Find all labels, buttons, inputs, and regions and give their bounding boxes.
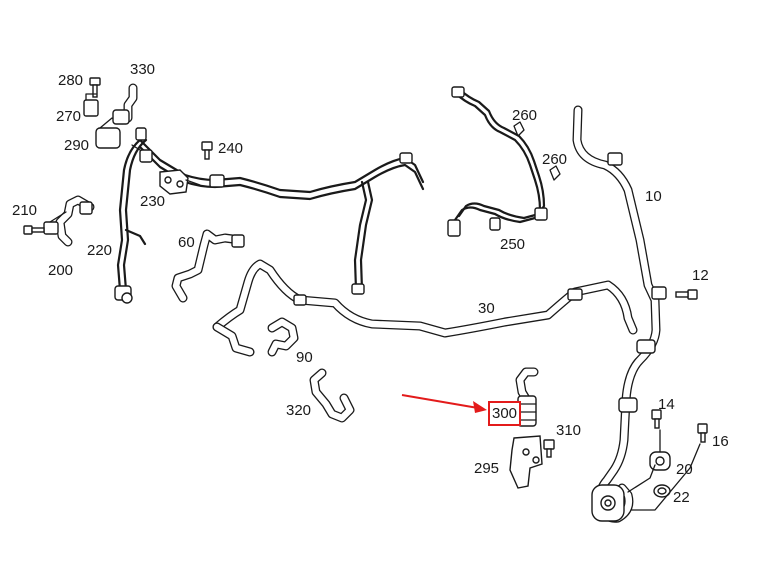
label-320: 320 (286, 402, 312, 419)
bolt-14 (651, 409, 662, 429)
bolt-310 (543, 439, 555, 458)
label-310: 310 (556, 422, 582, 439)
label-260b: 260 (542, 151, 568, 168)
hose-300 (515, 367, 539, 427)
label-30: 30 (478, 300, 495, 317)
pipe-220 (114, 138, 148, 304)
hose-250 (447, 86, 561, 237)
label-280: 280 (58, 72, 84, 89)
label-22: 22 (673, 489, 690, 506)
label-220: 220 (87, 242, 113, 259)
highlight-arrow (401, 394, 487, 413)
label-12: 12 (692, 267, 709, 284)
parts-top-left (83, 77, 153, 163)
bolt-16 (697, 423, 708, 443)
bolt-240 (201, 141, 213, 160)
hose-320 (309, 368, 355, 423)
label-290: 290 (64, 137, 90, 154)
label-250: 250 (500, 236, 526, 253)
label-295: 295 (474, 460, 500, 477)
pipe-upper (138, 138, 425, 295)
label-200: 200 (48, 262, 74, 279)
oring-22 (653, 484, 671, 498)
bracket-295 (509, 435, 543, 489)
bracket-230 (159, 169, 201, 195)
bolt-12 (675, 289, 698, 300)
label-240: 240 (218, 140, 244, 157)
label-16: 16 (712, 433, 729, 450)
label-230: 230 (140, 193, 166, 210)
hose-60 (171, 229, 245, 303)
pipe-30 (212, 259, 638, 357)
leader-16 (631, 443, 701, 511)
label-20: 20 (676, 461, 693, 478)
label-210: 210 (12, 202, 38, 219)
pipe-10 (572, 105, 667, 523)
label-14: 14 (658, 396, 675, 413)
flange-20 (649, 451, 671, 471)
hose-210 (23, 195, 95, 247)
leader-14 (627, 464, 656, 493)
label-300-highlighted: 300 (488, 401, 521, 426)
label-10: 10 (645, 188, 662, 205)
label-330: 330 (130, 61, 156, 78)
label-60: 60 (178, 234, 195, 251)
hose-90 (267, 317, 299, 357)
label-260a: 260 (512, 107, 538, 124)
label-90: 90 (296, 349, 313, 366)
label-270: 270 (56, 108, 82, 125)
